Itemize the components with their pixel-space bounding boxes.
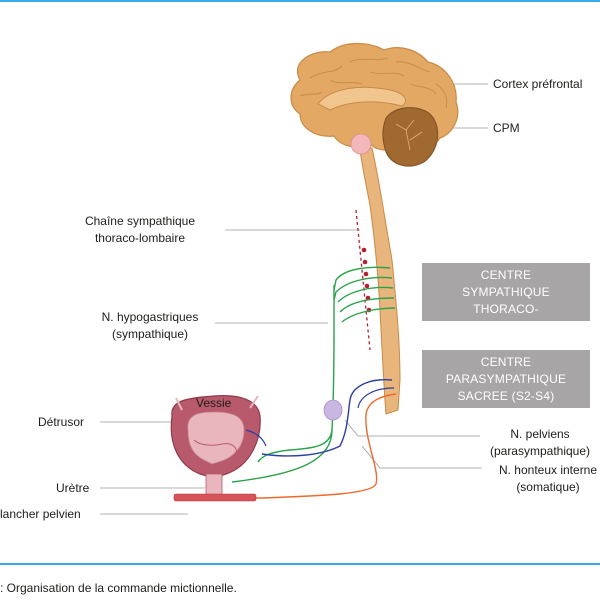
- label-chain-line2: thoraco-lombaire: [94, 231, 186, 245]
- label-hypogastric: N. hypogastriques (sympathique): [90, 309, 210, 343]
- label-honteux: N. honteux interne (somatique): [486, 462, 600, 496]
- label-chain-line1: Chaîne sympathique: [84, 214, 196, 228]
- figure-caption: : Organisation de la commande mictionnel…: [0, 581, 237, 595]
- chain-ganglion: [363, 271, 369, 277]
- bottom-rule: [0, 563, 600, 565]
- label-vessie: Vessie: [196, 396, 232, 410]
- label-plancher: Plancher pelvien: [0, 507, 81, 521]
- bladder: [170, 395, 267, 479]
- corpus-callosum: [317, 86, 406, 111]
- box-para-line3: SACREE (S2-S4): [457, 388, 555, 403]
- box-sympa-line3: THORACO-: [473, 301, 539, 316]
- label-chain: Chaîne sympathique thoraco-lombaire: [70, 213, 210, 247]
- blue-pelvic-nerve: [261, 379, 393, 457]
- box-parasympathetic-center: CENTRE PARASYMPATHIQUE SACREE (S2-S4): [422, 350, 590, 408]
- sacral-nerves: [236, 379, 397, 499]
- sympathetic-chain: [355, 209, 372, 351]
- label-detrusor: Détrusor: [38, 415, 85, 429]
- leader-lines: [100, 83, 488, 515]
- chain-ganglion: [364, 283, 370, 289]
- label-hypo-line1: N. hypogastriques: [101, 310, 199, 324]
- top-rule: [0, 0, 600, 2]
- orange-pudendal-nerve: [261, 413, 378, 499]
- cerebellum-arbor: [395, 119, 423, 151]
- label-uretre: Urètre: [56, 481, 90, 495]
- chain-ganglion: [361, 247, 367, 253]
- chain-ganglion: [362, 259, 368, 265]
- green-nerves: [231, 266, 396, 483]
- leader-honteux-a: [361, 445, 381, 469]
- brain-folds: [299, 57, 448, 109]
- pelvic-floor: [173, 493, 257, 502]
- box-sympa-line2: SYMPATHIQUE: [462, 284, 550, 299]
- pelvic-ganglion: [323, 399, 343, 421]
- box-para-line1: CENTRE: [480, 354, 532, 369]
- label-cpm: CPM: [493, 121, 520, 135]
- pmc-nucleus: [350, 133, 372, 155]
- box-para-line2: PARASYMPATHIQUE: [445, 371, 567, 386]
- label-cortex: Cortex préfrontal: [493, 77, 583, 91]
- label-pelviens: N. pelviens (parasympathique): [478, 426, 600, 460]
- label-pelviens-line1: N. pelviens: [510, 427, 570, 441]
- box-sympa-line1: CENTRE: [480, 267, 532, 282]
- box-sympathetic-center: CENTRE SYMPATHIQUE THORACO-: [422, 263, 590, 321]
- spinal-cord: [359, 147, 401, 415]
- cerebellum: [382, 107, 439, 167]
- label-honteux-line2: (somatique): [516, 480, 580, 494]
- brain: [290, 42, 459, 167]
- label-honteux-line1: N. honteux interne: [498, 463, 598, 477]
- label-hypo-line2: (sympathique): [111, 327, 189, 341]
- label-pelviens-line2: (parasympathique): [489, 444, 591, 458]
